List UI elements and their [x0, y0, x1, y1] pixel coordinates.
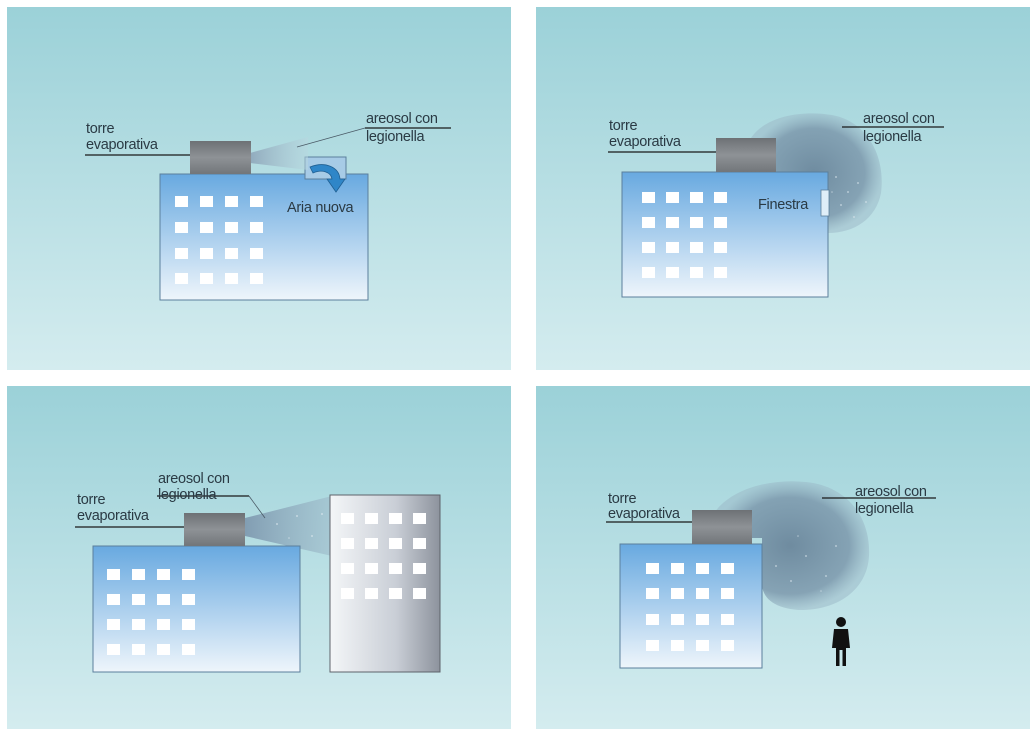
tower-label-line1: torre [608, 491, 637, 507]
aerosol-label-line2: legionella [158, 487, 218, 503]
tower-label-line1: torre [609, 118, 638, 134]
building [620, 544, 762, 668]
tower-label-line2: evaporativa [609, 134, 682, 150]
cooling-tower [190, 141, 251, 174]
tower-label-line1: torre [86, 121, 115, 137]
tower-label-line2: evaporativa [77, 508, 150, 524]
aerosol-label-line2: legionella [855, 501, 915, 517]
panel-fresh-air-intake: torre evaporativa areosol con legionella… [7, 7, 511, 370]
aerosol-label-line1: areosol con [863, 111, 935, 127]
tower-label-line2: evaporativa [608, 506, 681, 522]
open-window [821, 190, 829, 216]
aerosol-label-line1: areosol con [158, 471, 230, 487]
cooling-tower [692, 510, 752, 544]
panel-passerby-exposure: torre evaporativa areosol con legionella [536, 386, 1030, 729]
aerosol-label-line1: areosol con [366, 111, 438, 127]
panel-neighbouring-building: torre evaporativa areosol con legionella [7, 386, 511, 729]
tower-label-line2: evaporativa [86, 137, 159, 153]
aerosol-label-line1: areosol con [855, 484, 927, 500]
aerosol-label-line2: legionella [863, 129, 923, 145]
cooling-tower [716, 138, 776, 172]
tower-label-line1: torre [77, 492, 106, 508]
window-label: Finestra [758, 197, 809, 213]
building [93, 546, 300, 672]
aerosol-label-line2: legionella [366, 129, 426, 145]
building [160, 174, 368, 300]
building [622, 172, 828, 297]
panel-open-window: torre evaporativa areosol con legionella… [536, 7, 1030, 370]
cooling-tower [184, 513, 245, 546]
window-label: Aria nuova [287, 200, 355, 216]
